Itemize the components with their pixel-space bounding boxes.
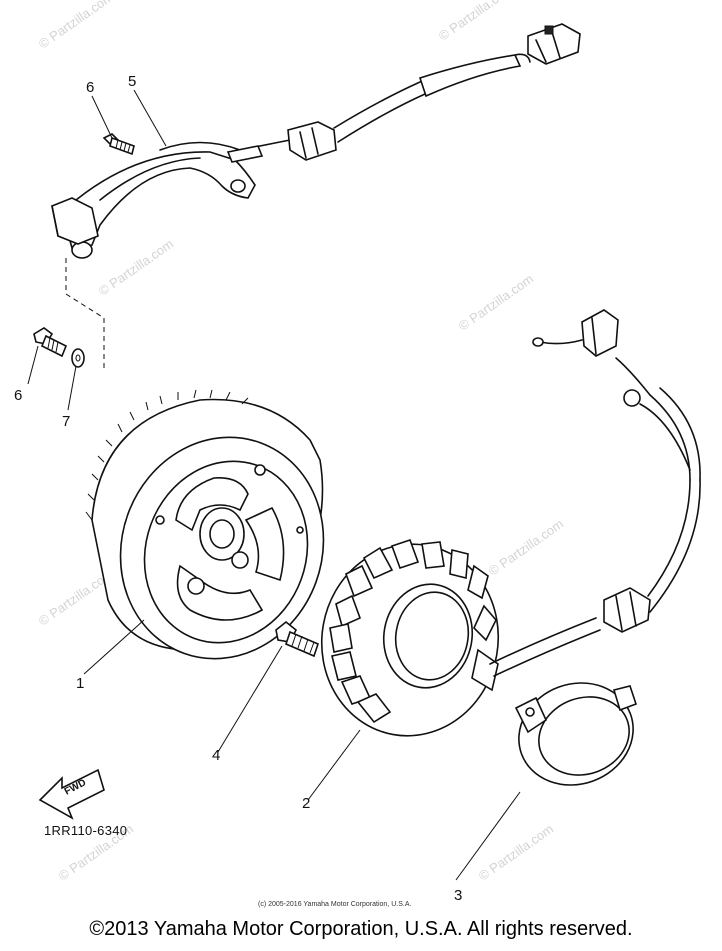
- footer-copyright: ©2013 Yamaha Motor Corporation, U.S.A. A…: [89, 918, 633, 940]
- leader-lines: [27, 89, 521, 881]
- stator-assembly: [320, 309, 701, 737]
- part-label-2: 2: [302, 795, 311, 812]
- part-label-5: 5: [128, 73, 137, 90]
- bolt-and-washer: [33, 327, 85, 368]
- part-label-1: 1: [76, 675, 85, 692]
- part-label-7: 7: [62, 413, 71, 430]
- small-copyright: (c) 2005-2016 Yamaha Motor Corporation, …: [258, 901, 412, 908]
- part-label-4: 4: [212, 747, 221, 764]
- part-label-3: 3: [454, 887, 463, 904]
- pickup-coil-assembly: [51, 23, 581, 259]
- part-label-6-upper: 6: [86, 79, 95, 96]
- pickup-cover: [514, 682, 638, 786]
- stator-bolt: [275, 620, 319, 658]
- diagram-code: 1RR110-6340: [44, 823, 128, 838]
- fwd-arrow: [38, 768, 105, 820]
- alignment-lines: [65, 258, 105, 372]
- flywheel-rotor: [85, 389, 325, 660]
- part-label-6-lower: 6: [14, 387, 23, 404]
